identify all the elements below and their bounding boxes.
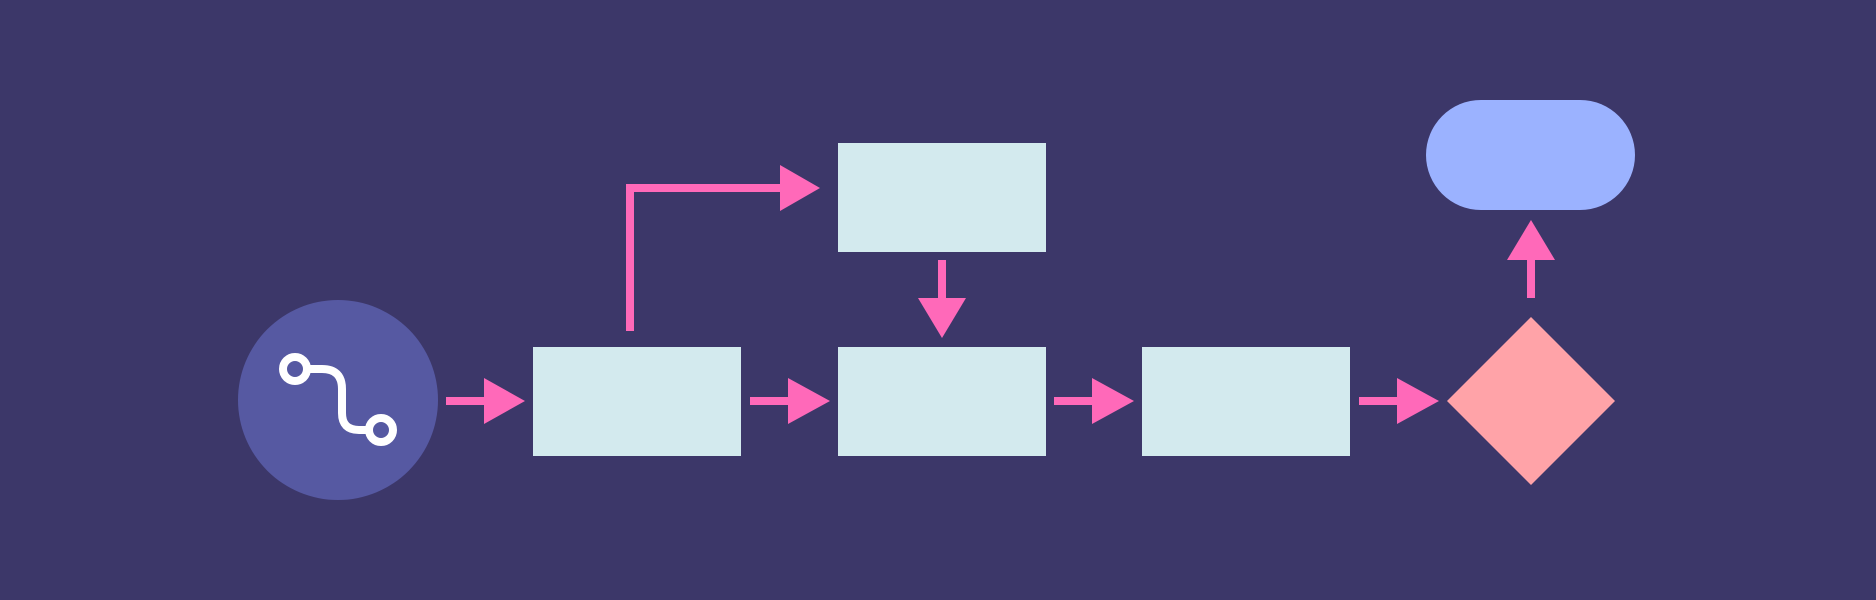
arrowhead bbox=[918, 298, 966, 338]
terminator-node bbox=[1426, 100, 1635, 210]
start-node bbox=[238, 300, 438, 500]
connector-start-to-process-1 bbox=[446, 378, 525, 424]
arrowhead bbox=[484, 378, 525, 424]
process-node-1 bbox=[533, 347, 741, 456]
connector-process-3-to-decision bbox=[1359, 378, 1439, 424]
connector-process-2-to-process-3 bbox=[1054, 378, 1134, 424]
connector-line bbox=[938, 260, 946, 300]
connector-process-1-to-process-4 bbox=[626, 165, 820, 331]
connector-line bbox=[1527, 258, 1535, 298]
connector-process-4-to-process-2 bbox=[918, 260, 966, 338]
arrowhead bbox=[1507, 220, 1555, 260]
connector-line bbox=[1359, 397, 1399, 405]
process-node-3 bbox=[1142, 347, 1350, 456]
connector-line bbox=[750, 397, 790, 405]
process-node-4 bbox=[838, 143, 1046, 252]
arrowhead bbox=[1397, 378, 1439, 424]
process-node-2 bbox=[838, 347, 1046, 456]
route-icon bbox=[279, 353, 397, 446]
connector-elbow-line bbox=[626, 184, 784, 331]
connector-line bbox=[1054, 397, 1094, 405]
arrowhead bbox=[788, 378, 830, 424]
connector-process-1-to-process-2 bbox=[750, 378, 830, 424]
connector-line bbox=[446, 397, 486, 405]
connector-decision-to-terminator bbox=[1507, 220, 1555, 298]
decision-node bbox=[1447, 317, 1615, 485]
arrowhead bbox=[780, 165, 820, 211]
arrowhead bbox=[1092, 378, 1134, 424]
